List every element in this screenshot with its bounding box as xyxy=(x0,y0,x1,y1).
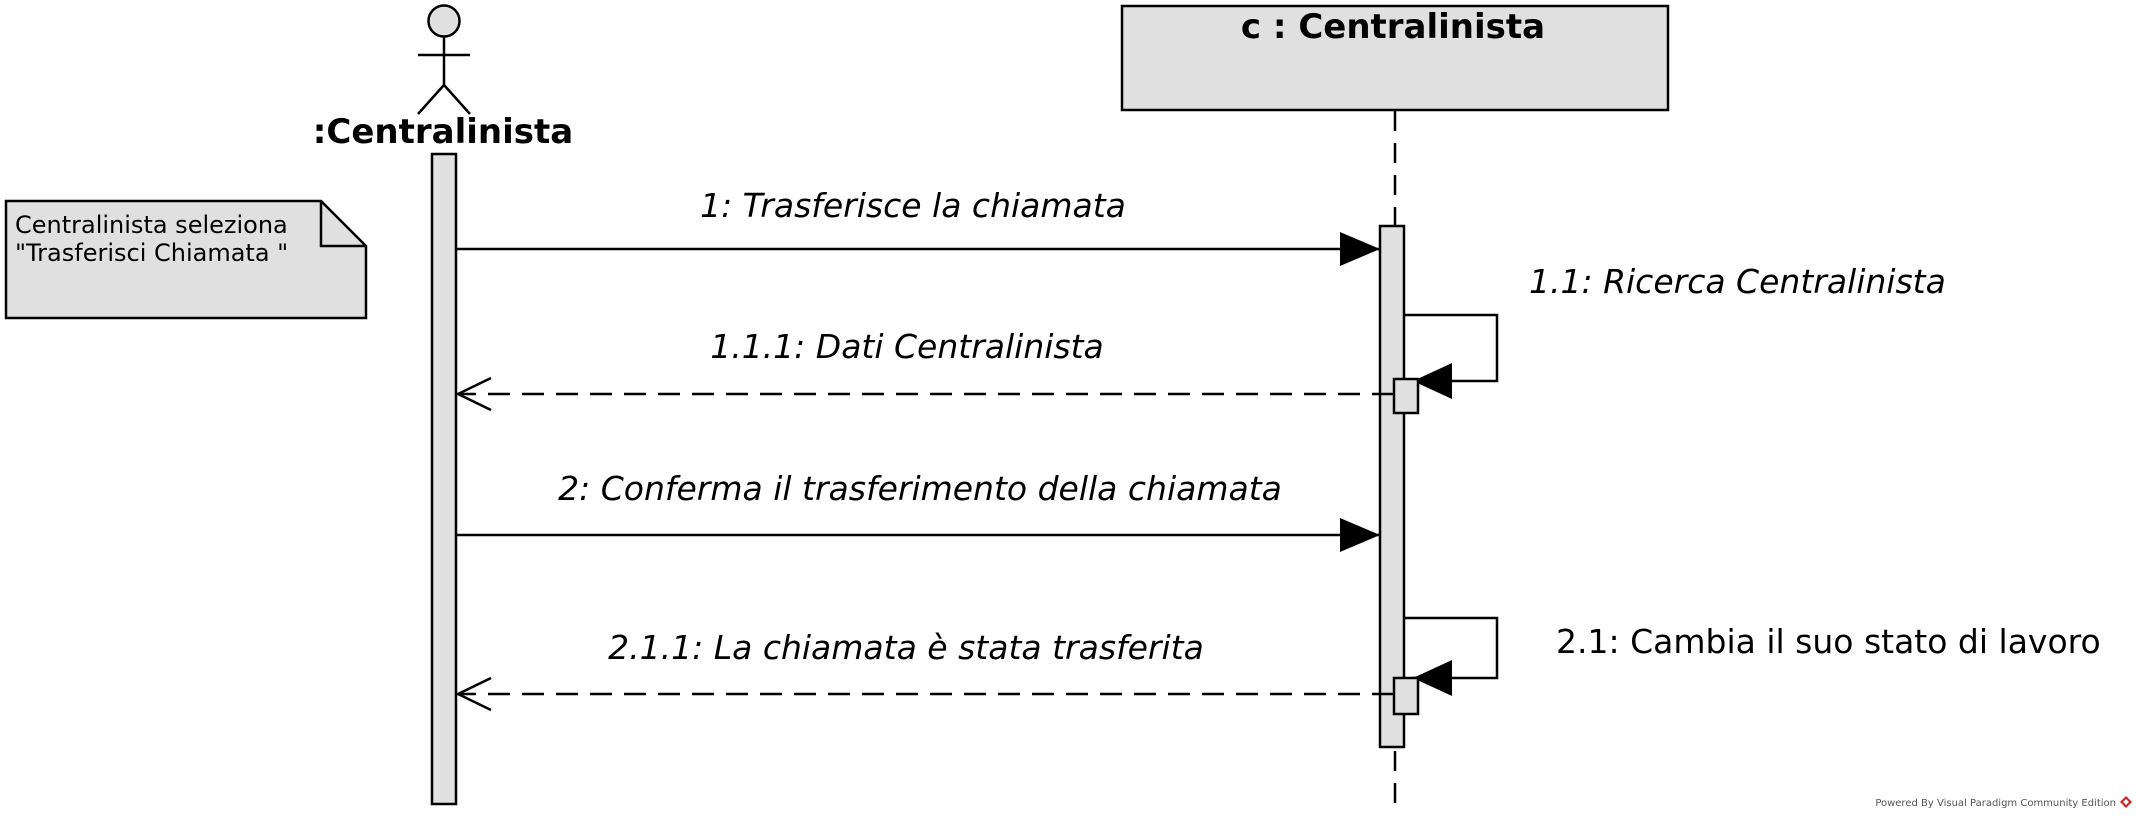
message-2-1-1-arrowhead xyxy=(455,676,492,712)
nested-activation-1 xyxy=(1392,377,1420,415)
object-activation-bar xyxy=(1378,224,1406,749)
note-fold xyxy=(319,201,366,248)
note: Centralinista seleziona "Trasferisci Chi… xyxy=(4,199,368,320)
message-1-1-1[interactable]: 1.1.1: Dati Centralinista xyxy=(455,327,1394,412)
stick-figure-icon xyxy=(417,4,471,115)
message-2-1-1[interactable]: 2.1.1: La chiamata è stata trasferita xyxy=(455,628,1394,712)
footer: Powered By Visual Paradigm Community Edi… xyxy=(1875,796,2132,809)
object-header-box xyxy=(1120,4,1670,112)
message-1-label: 1: Trasferisce la chiamata xyxy=(700,186,1126,225)
footer-text: Powered By Visual Paradigm Community Edi… xyxy=(1875,798,2116,809)
note-shape xyxy=(4,199,368,320)
object-name: c : Centralinista xyxy=(1241,7,1545,47)
visual-paradigm-logo-icon xyxy=(2120,796,2132,808)
object-lifeline[interactable]: c : Centralinista xyxy=(1120,4,1670,810)
message-2-1-arrowhead xyxy=(1413,660,1452,696)
message-2-1[interactable]: 2.1: Cambia il suo stato di lavoro xyxy=(1392,616,2101,716)
message-1-1-arrowhead xyxy=(1413,363,1452,399)
message-2-1-1-label: 2.1.1: La chiamata è stata trasferita xyxy=(608,628,1204,667)
actor-lifeline[interactable]: :Centralinista xyxy=(313,4,573,806)
message-1-1-1-label: 1.1.1: Dati Centralinista xyxy=(710,327,1104,366)
nested-activation-2 xyxy=(1392,676,1420,716)
message-2-1-label: 2.1: Cambia il suo stato di lavoro xyxy=(1556,622,2101,661)
message-2-1-loop xyxy=(1404,616,1499,680)
message-1[interactable]: 1: Trasferisce la chiamata xyxy=(457,186,1380,266)
message-2-label: 2: Conferma il trasferimento della chiam… xyxy=(558,469,1282,508)
message-1-1-label: 1.1: Ricerca Centralinista xyxy=(1529,262,1946,301)
message-1-1[interactable]: 1.1: Ricerca Centralinista xyxy=(1392,262,1946,415)
note-line-2: "Trasferisci Chiamata " xyxy=(15,239,288,267)
message-1-1-1-arrowhead xyxy=(455,376,492,412)
actor-activation-bar xyxy=(430,152,458,806)
message-1-1-loop xyxy=(1404,313,1499,383)
note-line-1: Centralinista seleziona xyxy=(15,211,288,239)
message-2[interactable]: 2: Conferma il trasferimento della chiam… xyxy=(457,469,1380,552)
actor-name: :Centralinista xyxy=(313,112,573,152)
